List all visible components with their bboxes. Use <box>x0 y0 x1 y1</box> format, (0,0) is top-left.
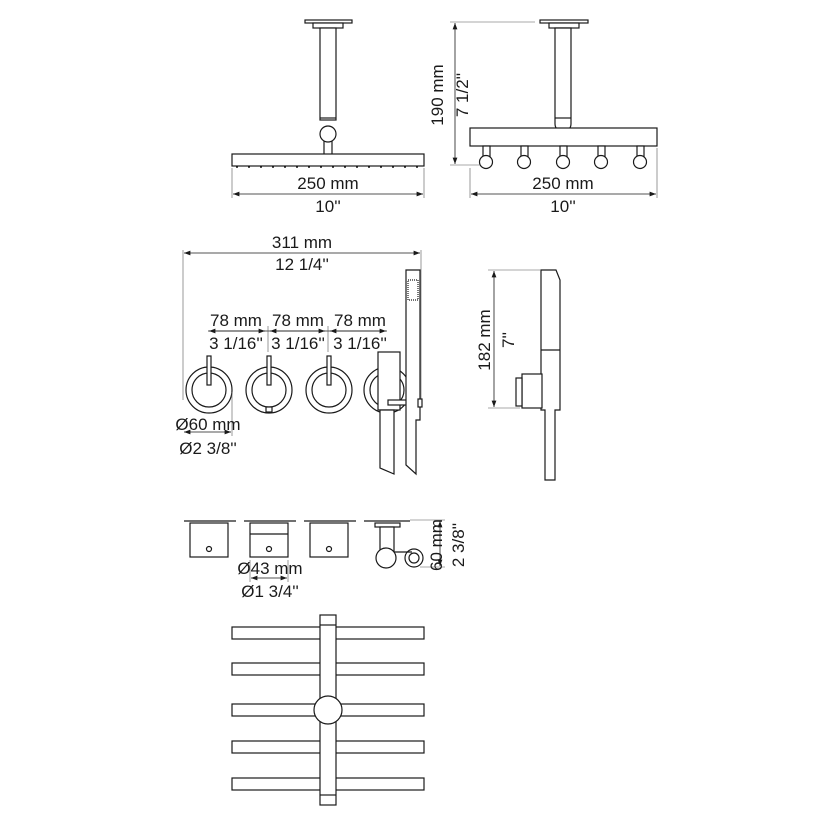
shower-bar-side-view: 190 mm 7 1/2'' 250 mm 10'' <box>428 19 658 216</box>
handshower-side-view: 182 mm 7'' <box>475 269 561 481</box>
nozzles <box>478 145 648 170</box>
dia-in-label: Ø1 3/4'' <box>241 582 299 601</box>
width-mm-label: 250 mm <box>532 174 593 193</box>
spacing-1-mm: 78 mm <box>210 311 262 330</box>
shower-bar-top-view <box>231 614 425 806</box>
valve-top-view: 60 mm 2 3/8'' Ø43 mm Ø1 3/4'' <box>184 519 468 601</box>
width-in-label: 10'' <box>315 197 340 216</box>
dia-mm-label: Ø43 mm <box>237 559 302 578</box>
rain-shower-side-view: 250 mm 10'' <box>231 19 425 216</box>
overall-in-label: 12 1/4'' <box>275 255 329 274</box>
spacing-1-in: 3 1/16'' <box>209 334 263 353</box>
diverter-with-handshower <box>363 269 423 476</box>
height-mm-label: 182 mm <box>475 309 494 370</box>
knob-3 <box>305 355 353 414</box>
spacing-3-in: 3 1/16'' <box>333 334 387 353</box>
depth-mm-label: 60 mm <box>427 519 446 571</box>
knob-dia-mm: Ø60 mm <box>175 415 240 434</box>
spacing-2-mm: 78 mm <box>272 311 324 330</box>
width-mm-label: 250 mm <box>297 174 358 193</box>
spacing-3-mm: 78 mm <box>334 311 386 330</box>
spacing-2-in: 3 1/16'' <box>271 334 325 353</box>
knob-dia-in: Ø2 3/8'' <box>179 439 237 458</box>
width-in-label: 10'' <box>550 197 575 216</box>
depth-in-label: 2 3/8'' <box>449 523 468 567</box>
height-in-label: 7'' <box>499 332 518 348</box>
height-in-label: 7 1/2'' <box>453 73 472 117</box>
knob-1 <box>185 355 233 414</box>
valve-front-view: 311 mm 12 1/4'' 78 mm 78 mm 78 mm 3 1/16… <box>175 233 423 476</box>
knob-2 <box>245 355 293 414</box>
height-mm-label: 190 mm <box>428 64 447 125</box>
overall-mm-label: 311 mm <box>272 233 332 252</box>
